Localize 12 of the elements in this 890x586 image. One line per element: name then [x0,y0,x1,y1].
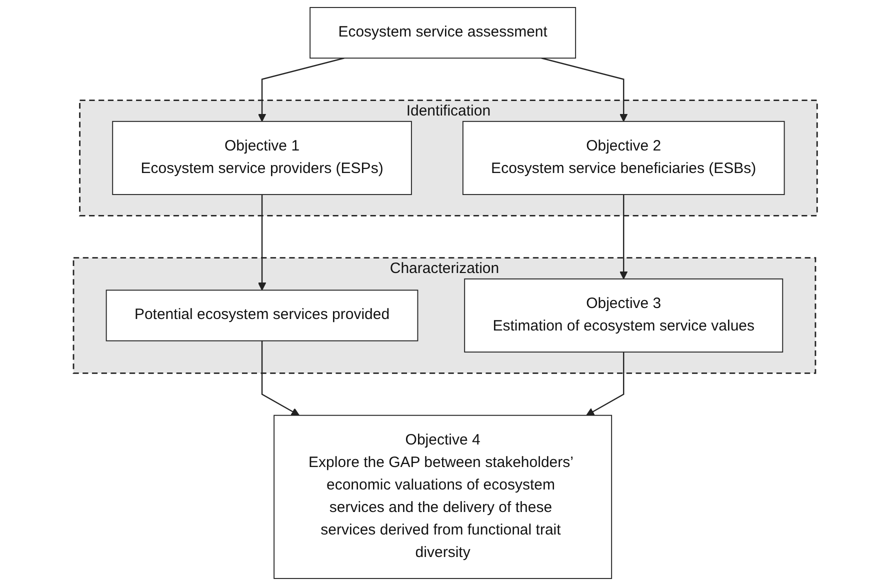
arrow [619,194,628,280]
node-box: Potential ecosystem services provided [106,290,418,342]
node-box: Objective 2 Ecosystem service beneficiaries (ESBs) [462,120,784,196]
arrow [540,58,628,122]
arrow [258,58,344,122]
arrow [586,352,624,416]
node-box: Objective 3 Estimation of ecosystem service values [464,278,783,353]
arrow [261,340,300,416]
arrow [258,194,266,291]
node-box: Ecosystem service assessment [309,7,576,59]
node-box: Objective 1 Ecosystem service providers (ESPs) [112,120,412,196]
node-box: Objective 4 Explore the GAP between stakeholders’ economic valuations of ecosystem services and the delivery of these services derived from functional trait diversity [273,414,612,579]
